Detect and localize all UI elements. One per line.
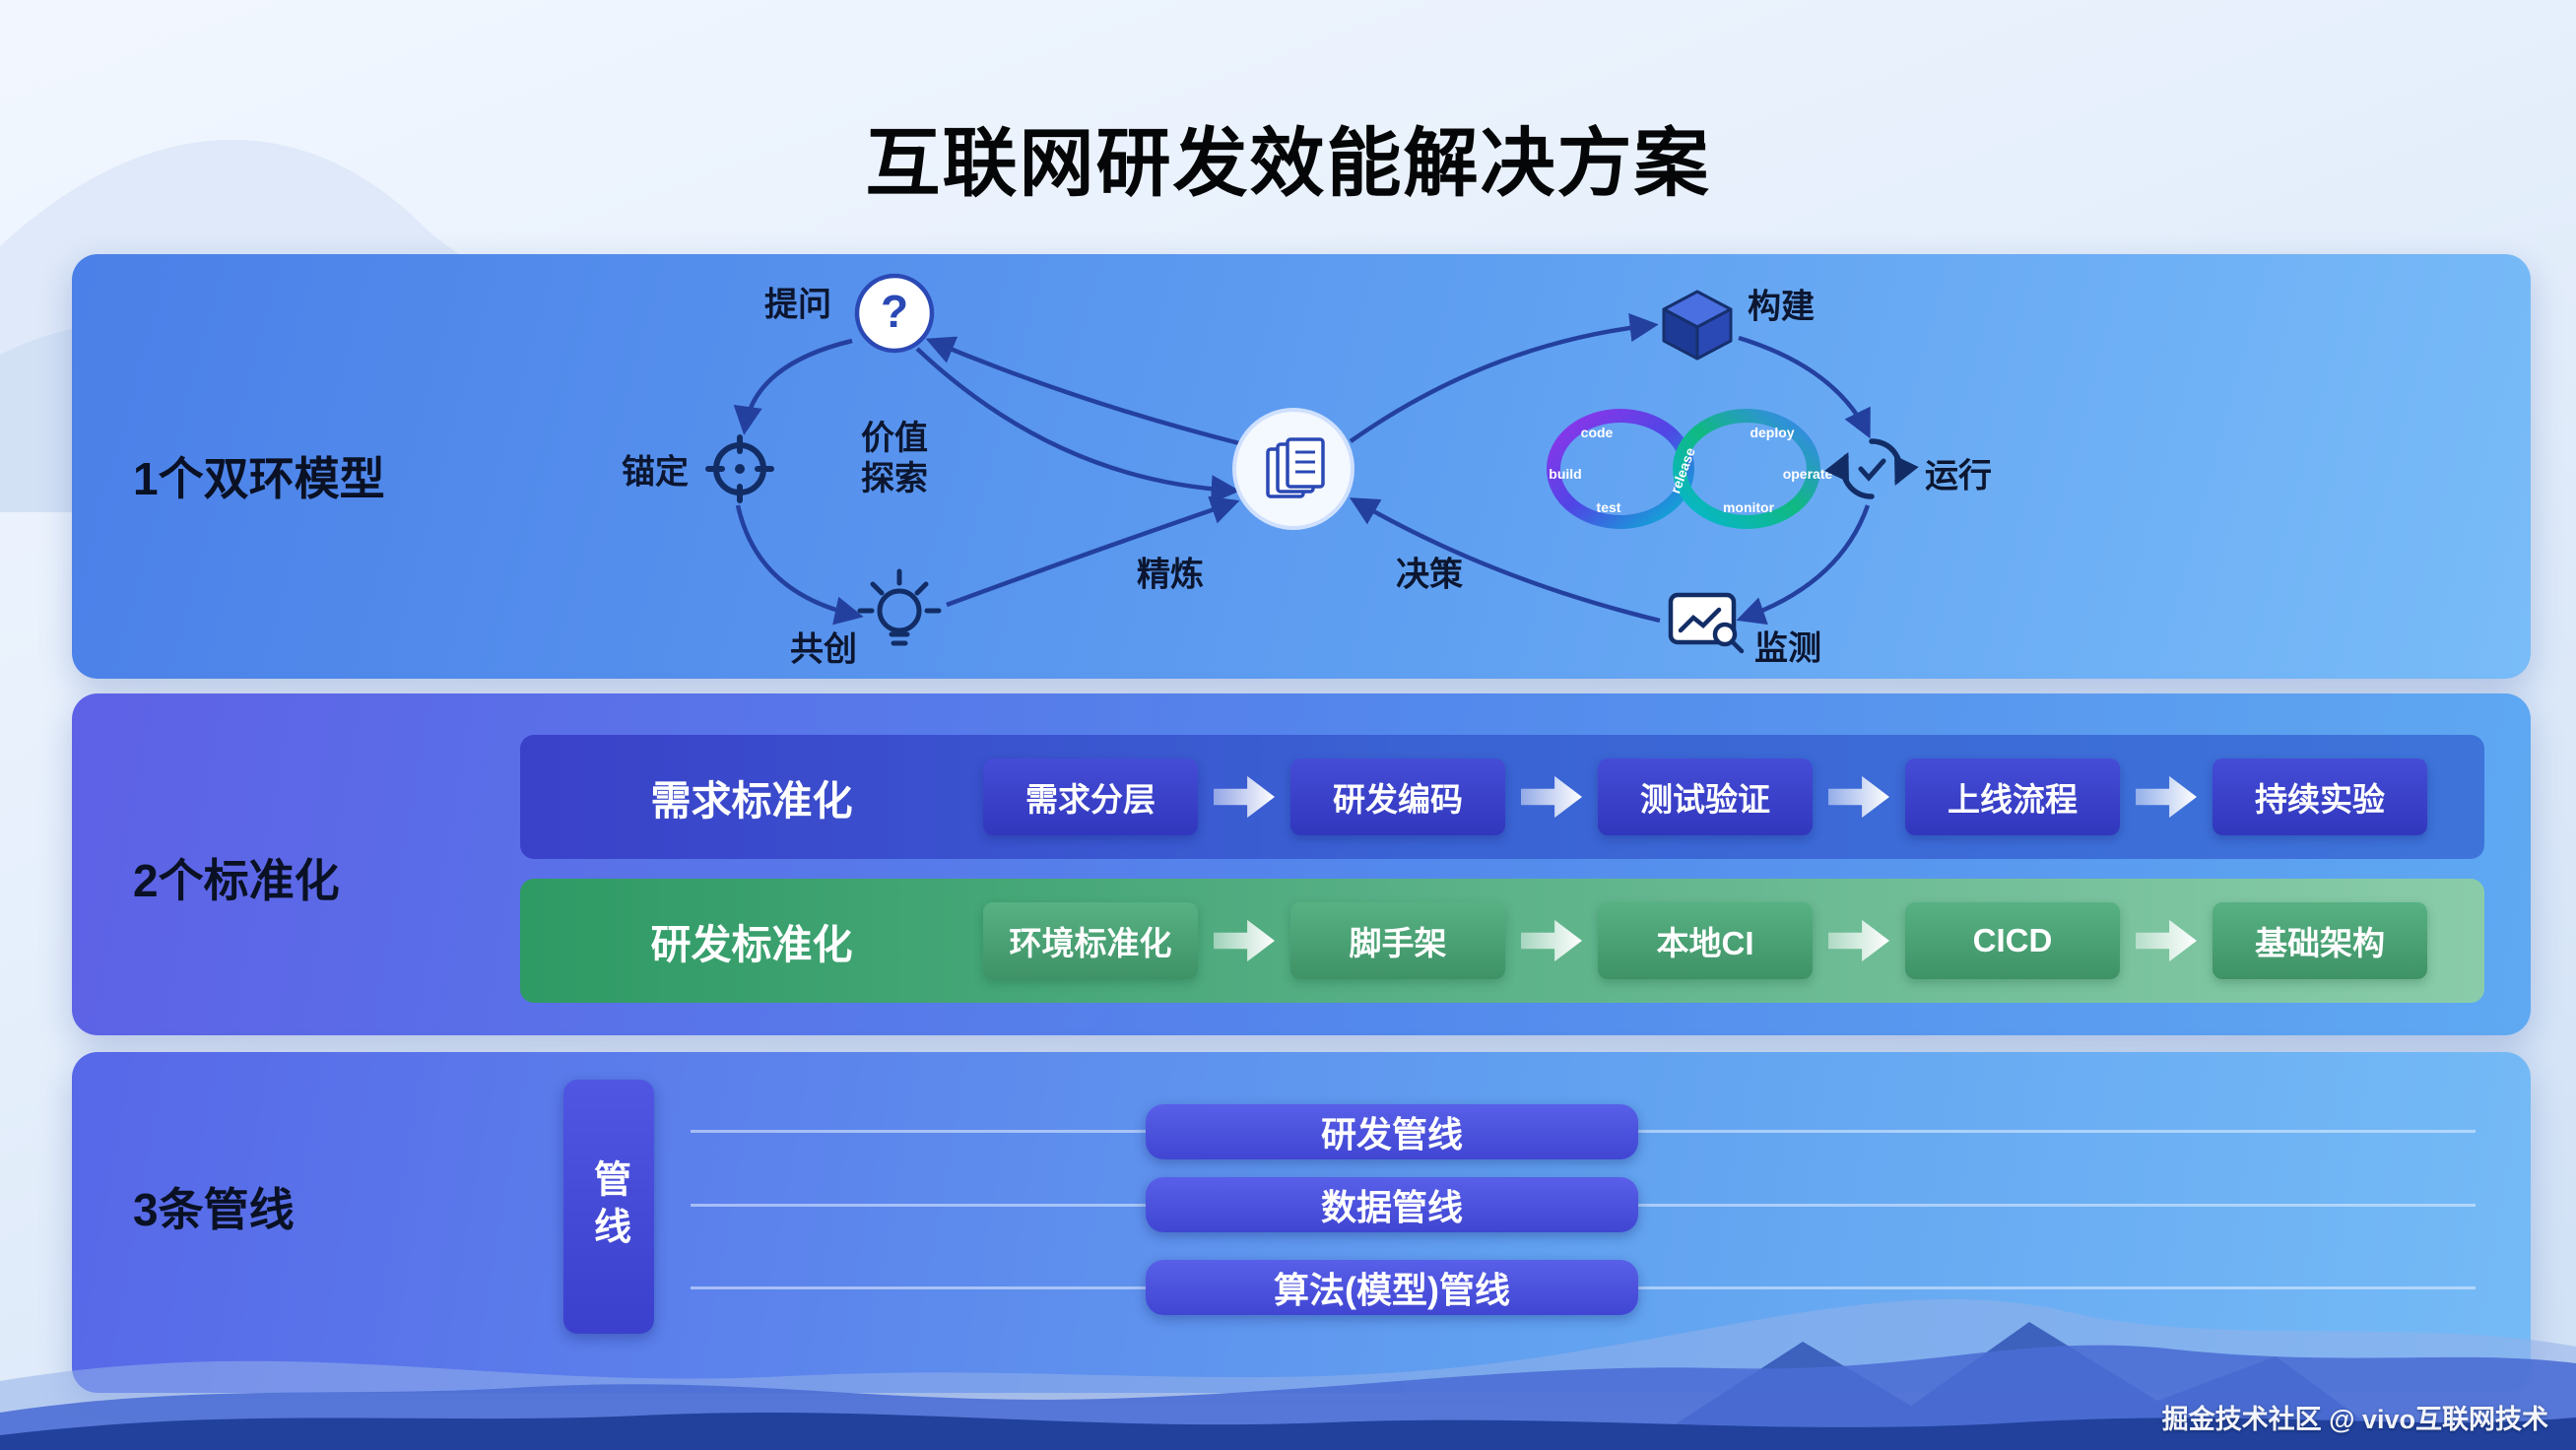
req-step-4: 上线流程 [1905,758,2120,835]
pipeline-item-algo: 算法(模型)管线 [1146,1260,1638,1315]
dev-step-3: 本地CI [1598,902,1813,979]
dev-row-label: 研发标准化 [650,922,853,967]
requirement-standardization-row: 需求标准化 需求分层 研发编码 测试验证 上线流程 持续实验 [520,735,2484,859]
watermark: 掘金技术社区 @ vivo互联网技术 [2161,1405,2548,1434]
req-step-5: 持续实验 [2213,758,2427,835]
monitor-icon [1668,592,1745,654]
dev-steps: 环境标准化 脚手架 本地CI CICD 基础架构 [983,902,2427,979]
right-arrow-icon [1828,775,1889,819]
loop-arrows [733,313,1871,626]
cube-icon [1662,290,1733,361]
page-title: 互联网研发效能解决方案 [865,122,1711,206]
value-line1: 价值 [861,420,928,458]
edge-label-decision: 决策 [1396,556,1463,594]
node-label-question: 提问 [764,286,831,324]
requirement-steps: 需求分层 研发编码 测试验证 上线流程 持续实验 [983,758,2427,835]
devops-label-build: build [1549,466,1581,482]
req-step-2: 研发编码 [1290,758,1505,835]
dual-loop-label: 1个双环模型 [133,453,385,504]
question-icon [854,273,935,354]
document-icon [1232,408,1354,530]
right-arrow-icon [2136,919,2197,962]
devops-label-operate: operate [1783,466,1833,482]
standardization-label: 2个标准化 [133,855,340,906]
pipelines-section: 3条管线 管线 研发管线 数据管线 算法(模型)管线 [72,1052,2531,1393]
standardization-section: 2个标准化 需求标准化 需求分层 研发编码 测试验证 上线流程 持续实验 研发标… [72,693,2531,1035]
run-icon [1824,438,1919,499]
pipeline-item-data: 数据管线 [1146,1177,1638,1232]
pipelines-label: 3条管线 [133,1184,295,1235]
pipeline-item-dev: 研发管线 [1146,1104,1638,1159]
value-line2: 探索 [861,460,928,497]
requirement-row-label: 需求标准化 [650,778,853,824]
node-label-run: 运行 [1925,457,1992,495]
right-arrow-icon [1214,775,1275,819]
devops-label-test: test [1597,499,1621,515]
dual-loop-diagram: code build test release deploy operate m… [705,273,1919,654]
anchor-icon [705,434,774,503]
node-label-cocreate: 共创 [790,630,857,669]
devops-labels: code build test release deploy operate m… [1549,425,1832,515]
lightbulb-icon [857,568,942,646]
node-label-value-exploration: 价值 探索 [861,419,928,499]
node-label-anchor: 锚定 [622,453,689,492]
right-arrow-icon [1828,919,1889,962]
right-arrow-icon [2136,775,2197,819]
node-label-build: 构建 [1748,288,1815,326]
dev-step-2: 脚手架 [1290,902,1505,979]
dev-step-4: CICD [1905,902,2120,979]
right-arrow-icon [1521,775,1582,819]
pipeline-tab: 管线 [563,1080,654,1334]
req-step-1: 需求分层 [983,758,1198,835]
dev-step-5: 基础架构 [2213,902,2427,979]
right-arrow-icon [1521,919,1582,962]
req-step-3: 测试验证 [1598,758,1813,835]
devops-label-code: code [1581,425,1614,440]
dev-standardization-row: 研发标准化 环境标准化 脚手架 本地CI CICD 基础架构 [520,879,2484,1003]
devops-label-deploy: deploy [1750,425,1794,440]
edge-label-refine: 精炼 [1137,556,1204,594]
question-mark-glyph: ? [880,285,909,337]
devops-label-monitor: monitor [1723,499,1775,515]
dual-loop-section: 1个双环模型 [72,254,2531,679]
node-label-monitor: 监测 [1754,629,1821,668]
devops-infinity-icon [1547,409,1820,529]
dev-step-1: 环境标准化 [983,902,1198,979]
right-arrow-icon [1214,919,1275,962]
